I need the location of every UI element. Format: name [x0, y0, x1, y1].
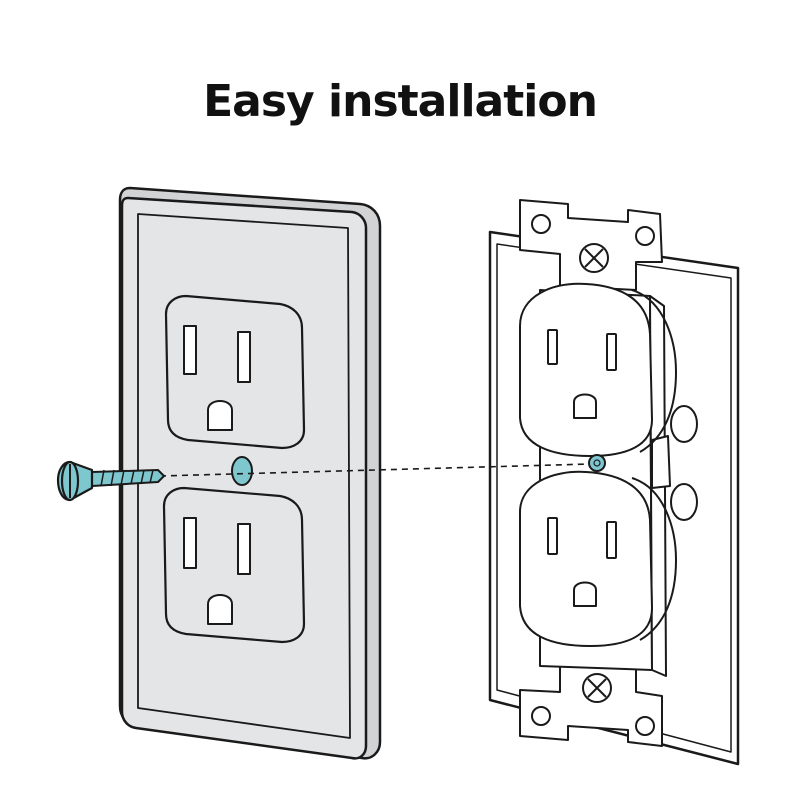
top-mounting-strap	[519, 199, 663, 291]
plate-outlet-lower	[162, 486, 306, 644]
alignment-line	[159, 463, 591, 477]
plate-screw-hole	[231, 456, 253, 486]
plate-outlet-upper	[164, 294, 306, 450]
lower-outlet-face	[519, 470, 677, 647]
mounting-screw	[56, 460, 165, 502]
terminal-screw-bottom	[670, 483, 698, 521]
page-title: Easy installation	[203, 76, 598, 127]
upper-outlet-face	[519, 282, 677, 457]
duplex-receptacle	[488, 199, 740, 766]
bottom-mounting-strap	[519, 659, 663, 747]
terminal-screw-top	[670, 405, 698, 443]
receptacle-screw-hole	[588, 454, 606, 472]
